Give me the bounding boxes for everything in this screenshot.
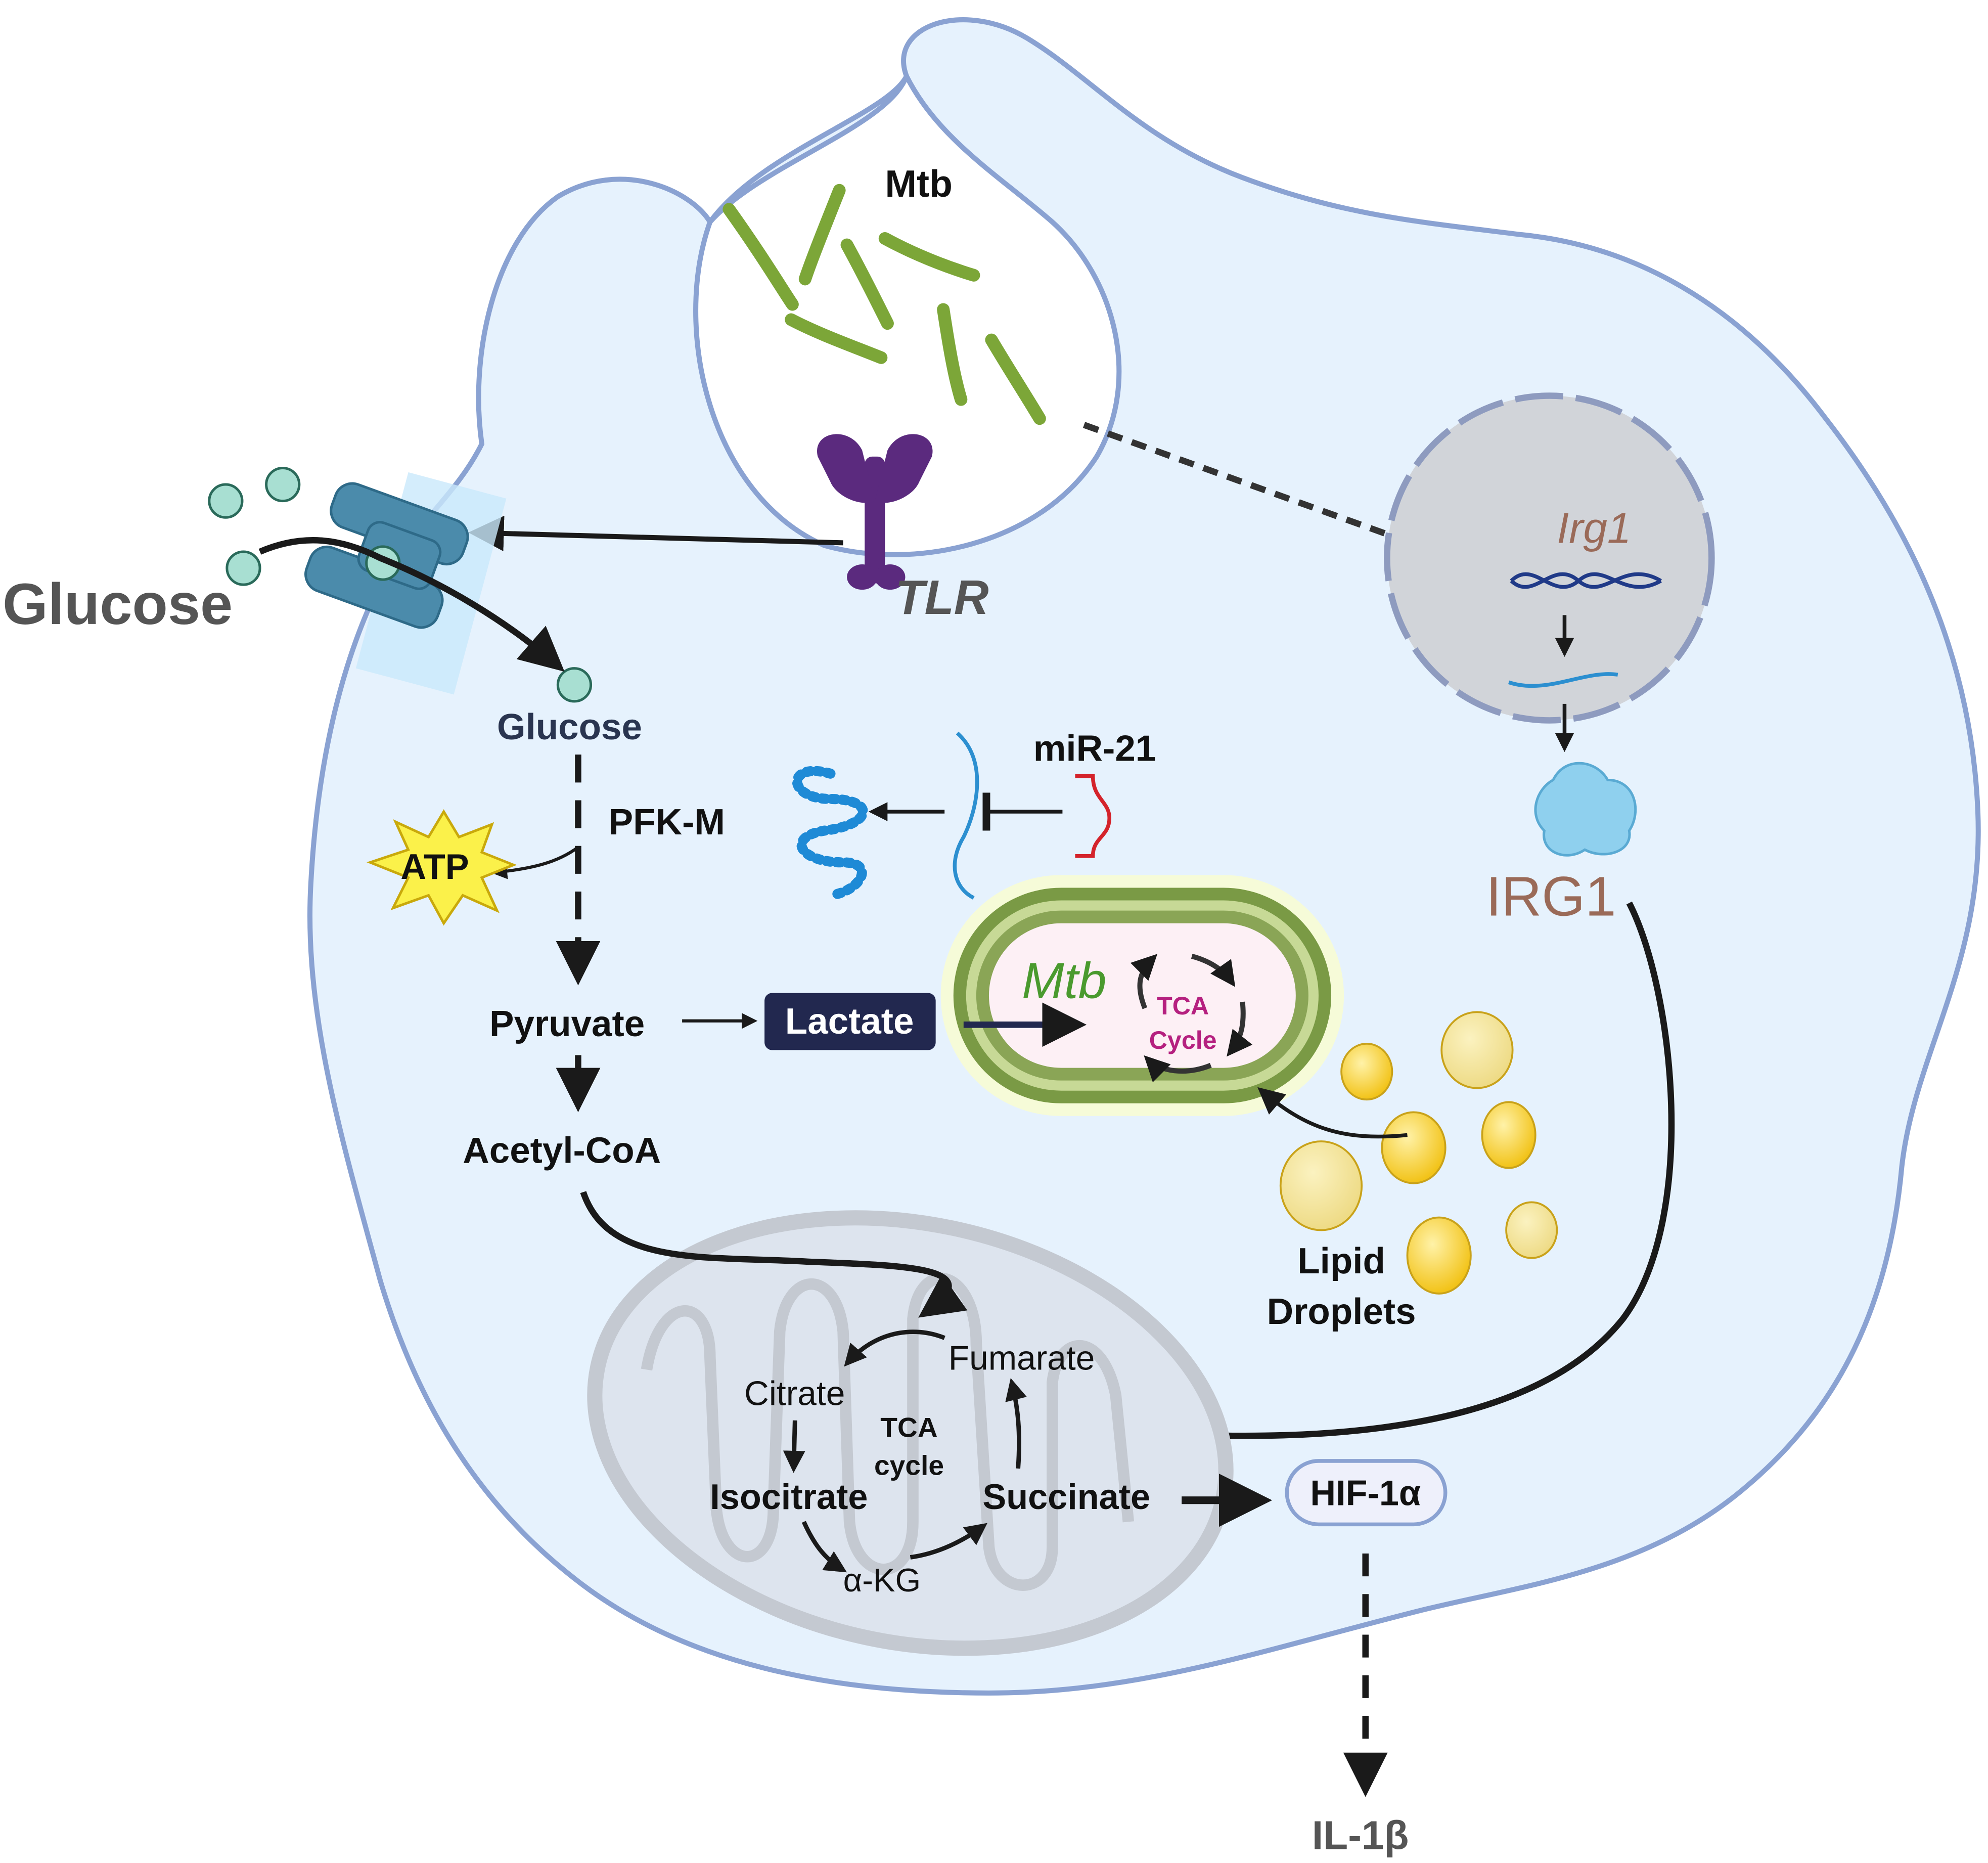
mtb-bacterium-label: Mtb — [1022, 953, 1106, 1009]
nucleus — [1384, 392, 1715, 724]
hif-1a-box — [1285, 1459, 1448, 1527]
lactate-box — [764, 993, 936, 1050]
phagosome — [693, 70, 1122, 557]
irg1-protein-label: IRG1 — [1486, 866, 1616, 928]
tlr-to-transporter-arrow — [468, 515, 843, 551]
atp-label: ATP — [400, 847, 469, 886]
lipid-droplet — [1481, 1101, 1537, 1169]
succinate-label: Succinate — [982, 1477, 1150, 1517]
lipid-droplet — [1279, 1140, 1363, 1231]
irg1-protein-icon — [1534, 762, 1637, 857]
fumarate-to-citrate-arrow — [844, 1329, 945, 1367]
pfkm-label: PFK-M — [609, 802, 725, 842]
citrate-to-isocitrate-arrow — [783, 1420, 805, 1473]
pfkm-to-atp-arrow — [491, 846, 579, 879]
lipid-droplet — [1440, 1011, 1514, 1089]
irg1-inhibits-succinate-dehydrogenase — [1062, 901, 1675, 1459]
lipid-droplet — [1406, 1216, 1472, 1295]
lactate-label: Lactate — [785, 1001, 914, 1042]
succinate-to-fumarate-arrow — [1005, 1378, 1027, 1469]
bacillus — [785, 313, 888, 364]
tca-label-line2: cycle — [874, 1450, 944, 1481]
tca-cycle-arrows — [783, 1329, 1027, 1573]
irg1-gene-label: Irg1 — [1557, 504, 1631, 552]
protein-chain-icon — [792, 766, 868, 900]
lipid-droplets-label-line1: Lipid — [1297, 1240, 1385, 1281]
fumarate-label: Fumarate — [948, 1339, 1095, 1377]
glucose-molecule — [265, 466, 301, 503]
akg-label: α-KG — [843, 1562, 921, 1599]
irg1-mrna-icon — [1508, 672, 1618, 688]
mrna-icon — [953, 731, 979, 900]
isocitrate-to-akg-arrow — [801, 1521, 847, 1573]
lipid-droplets-icon — [1279, 1011, 1558, 1295]
isocitrate-label: Isocitrate — [710, 1477, 868, 1517]
glucose-uptake-arrow — [258, 537, 565, 672]
mir21-label: miR-21 — [1033, 728, 1156, 769]
lipid-droplet — [1381, 1111, 1447, 1184]
mtb-tca-cycle-arrows-icon — [1130, 954, 1253, 1083]
glucose-molecules-outside — [208, 466, 593, 703]
akg-to-succinate-arrow — [910, 1523, 987, 1560]
bacillus — [722, 203, 799, 311]
mtb-tca-label-line1: TCA — [1157, 992, 1209, 1020]
lipids-to-mtb-arrow — [1257, 1087, 1408, 1139]
mtb-tca-label-line2: Cycle — [1149, 1026, 1217, 1054]
glucose-molecule — [225, 550, 261, 586]
glucose-molecule — [556, 667, 593, 703]
glucose-outside-label: Glucose — [3, 572, 233, 637]
acetyl-coa-label: Acetyl-CoA — [463, 1130, 661, 1171]
lipid-droplet — [1505, 1201, 1558, 1259]
bacillus — [878, 232, 980, 282]
tlr-receptor-icon — [817, 434, 933, 590]
bacillus — [985, 333, 1046, 425]
citrate-label: Citrate — [744, 1375, 845, 1413]
pyruvate-label: Pyruvate — [489, 1003, 645, 1044]
glucose-molecule — [208, 483, 244, 519]
lipid-droplets-label-line2: Droplets — [1267, 1291, 1416, 1332]
bacillus — [798, 184, 846, 286]
dna-icon — [1510, 572, 1662, 589]
bacillus — [937, 303, 968, 406]
mtb-phagosome-label: Mtb — [885, 162, 953, 205]
hif-1a-label: HIF-1α — [1310, 1473, 1421, 1513]
il-1b-label: IL-1β — [1312, 1812, 1409, 1858]
atp-starburst-icon — [366, 809, 517, 926]
tca-label-line1: TCA — [880, 1411, 937, 1443]
acetylcoa-to-citrate-arrow — [580, 1191, 968, 1318]
lipid-droplet — [1340, 1043, 1393, 1101]
bacillus — [840, 238, 894, 330]
mir21-icon — [1075, 774, 1111, 858]
glucose-inside-label: Glucose — [497, 706, 642, 747]
tlr-label: TLR — [895, 571, 988, 625]
mtb-bacilli-group — [722, 184, 1046, 425]
